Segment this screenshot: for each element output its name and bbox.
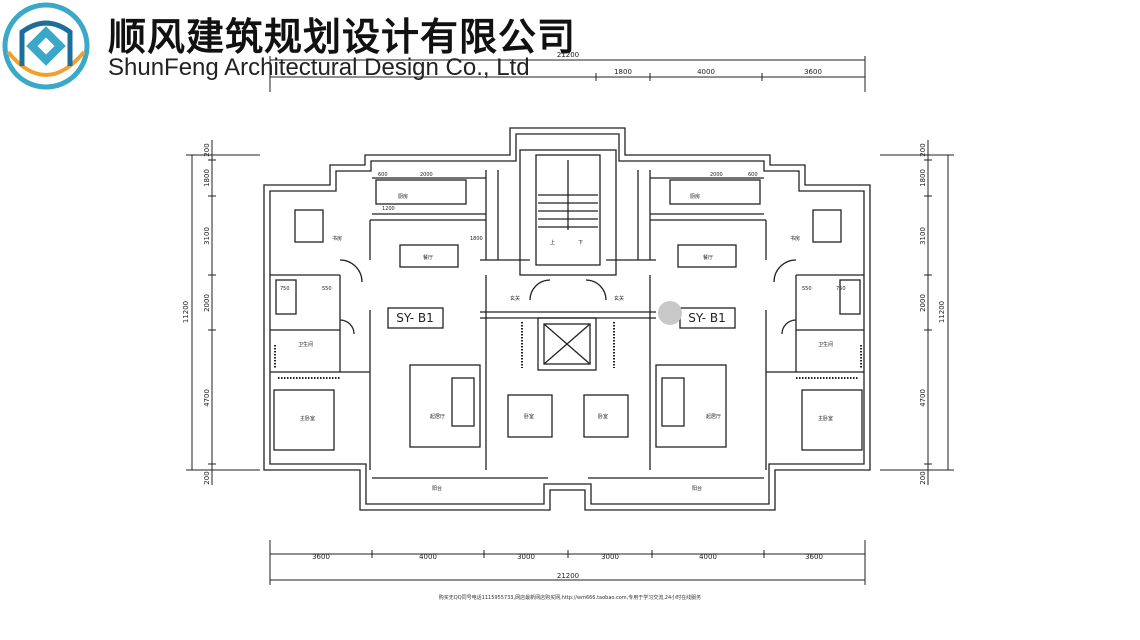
unit-label-left: SY- B1: [396, 311, 434, 325]
dim-left-seg-5: 4700: [203, 389, 211, 407]
dim-left-seg-3: 3100: [203, 227, 211, 245]
dim-top-total: 21200: [557, 51, 579, 59]
dim-top-seg-2: 4000: [697, 68, 715, 76]
room-kitchen-left: 厨房: [398, 193, 408, 200]
room-bath-left: 卫生间: [298, 341, 313, 348]
dim-top-seg-3: 3600: [804, 68, 822, 76]
small-dim-4: 1800: [470, 236, 483, 242]
dim-left-seg-2: 1800: [203, 169, 211, 187]
company-name-cn: 顺风建筑规划设计有限公司: [108, 15, 577, 59]
room-balcony-right: 阳台: [692, 485, 702, 492]
room-foyer-right: 玄关: [614, 295, 624, 302]
room-master-right: 主卧室: [818, 415, 833, 422]
dim-right-seg-1: 200: [919, 143, 927, 156]
small-dim-8: 600: [748, 172, 758, 178]
small-dim-6: 550: [322, 286, 332, 292]
small-dim-7: 2000: [710, 172, 723, 178]
room-kitchen-right: 厨房: [690, 193, 700, 200]
dim-bottom-total: 21200: [557, 572, 579, 580]
room-bath-right: 卫生间: [818, 341, 833, 348]
room-living-right: 起居厅: [706, 414, 721, 420]
dim-right-seg-4: 2000: [919, 294, 927, 312]
room-study-right: 书房: [790, 235, 800, 242]
room-bedroom-right: 卧室: [598, 413, 608, 420]
dim-left-seg-6: 200: [203, 471, 211, 484]
small-dim-9: 750: [836, 286, 846, 292]
stair-up-label: 上: [550, 239, 555, 246]
dim-right-seg-3: 3100: [919, 227, 927, 245]
small-dim-10: 550: [802, 286, 812, 292]
dim-right-seg-6: 200: [919, 471, 927, 484]
dim-left-seg-1: 200: [203, 143, 211, 156]
dim-bottom-seg-1: 3600: [312, 553, 330, 561]
dim-bottom-seg-6: 3600: [805, 553, 823, 561]
room-study-left: 书房: [332, 235, 342, 242]
dim-bottom-seg-3: 3000: [517, 553, 535, 561]
dim-bottom-seg-5: 4000: [699, 553, 717, 561]
dim-bottom-seg-4: 3000: [601, 553, 619, 561]
unit-label-right: SY- B1: [688, 311, 726, 325]
room-dining-right: 餐厅: [703, 254, 713, 261]
room-dining-left: 餐厅: [423, 254, 433, 261]
stair-down-label: 下: [578, 240, 583, 246]
marker-dot: [658, 301, 682, 325]
dim-right-seg-2: 1800: [919, 169, 927, 187]
room-balcony-left: 阳台: [432, 485, 442, 492]
company-logo-icon: [2, 2, 90, 90]
room-living-left: 起居厅: [430, 414, 445, 420]
small-dim-5: 750: [280, 286, 290, 292]
header: 顺风建筑规划设计有限公司 ShunFeng Architectural Desi…: [0, 0, 600, 95]
small-dim-2: 2000: [420, 172, 433, 178]
dim-right-seg-5: 4700: [919, 389, 927, 407]
room-bedroom-left: 卧室: [524, 413, 534, 420]
room-master-left: 主卧室: [300, 415, 315, 422]
footer-note: 购买无QQ同号电话1115955733,网店最新网店购买网,http://wm6…: [438, 595, 702, 601]
small-dim-3: 1200: [382, 206, 395, 212]
room-foyer-left: 玄关: [510, 295, 520, 302]
dim-right-total: 11200: [938, 301, 946, 323]
dim-bottom-seg-2: 4000: [419, 553, 437, 561]
small-dim-1: 600: [378, 172, 388, 178]
dim-left-seg-4: 2000: [203, 294, 211, 312]
dim-top-seg-1: 1800: [614, 68, 632, 76]
dim-left-total: 11200: [182, 301, 190, 323]
